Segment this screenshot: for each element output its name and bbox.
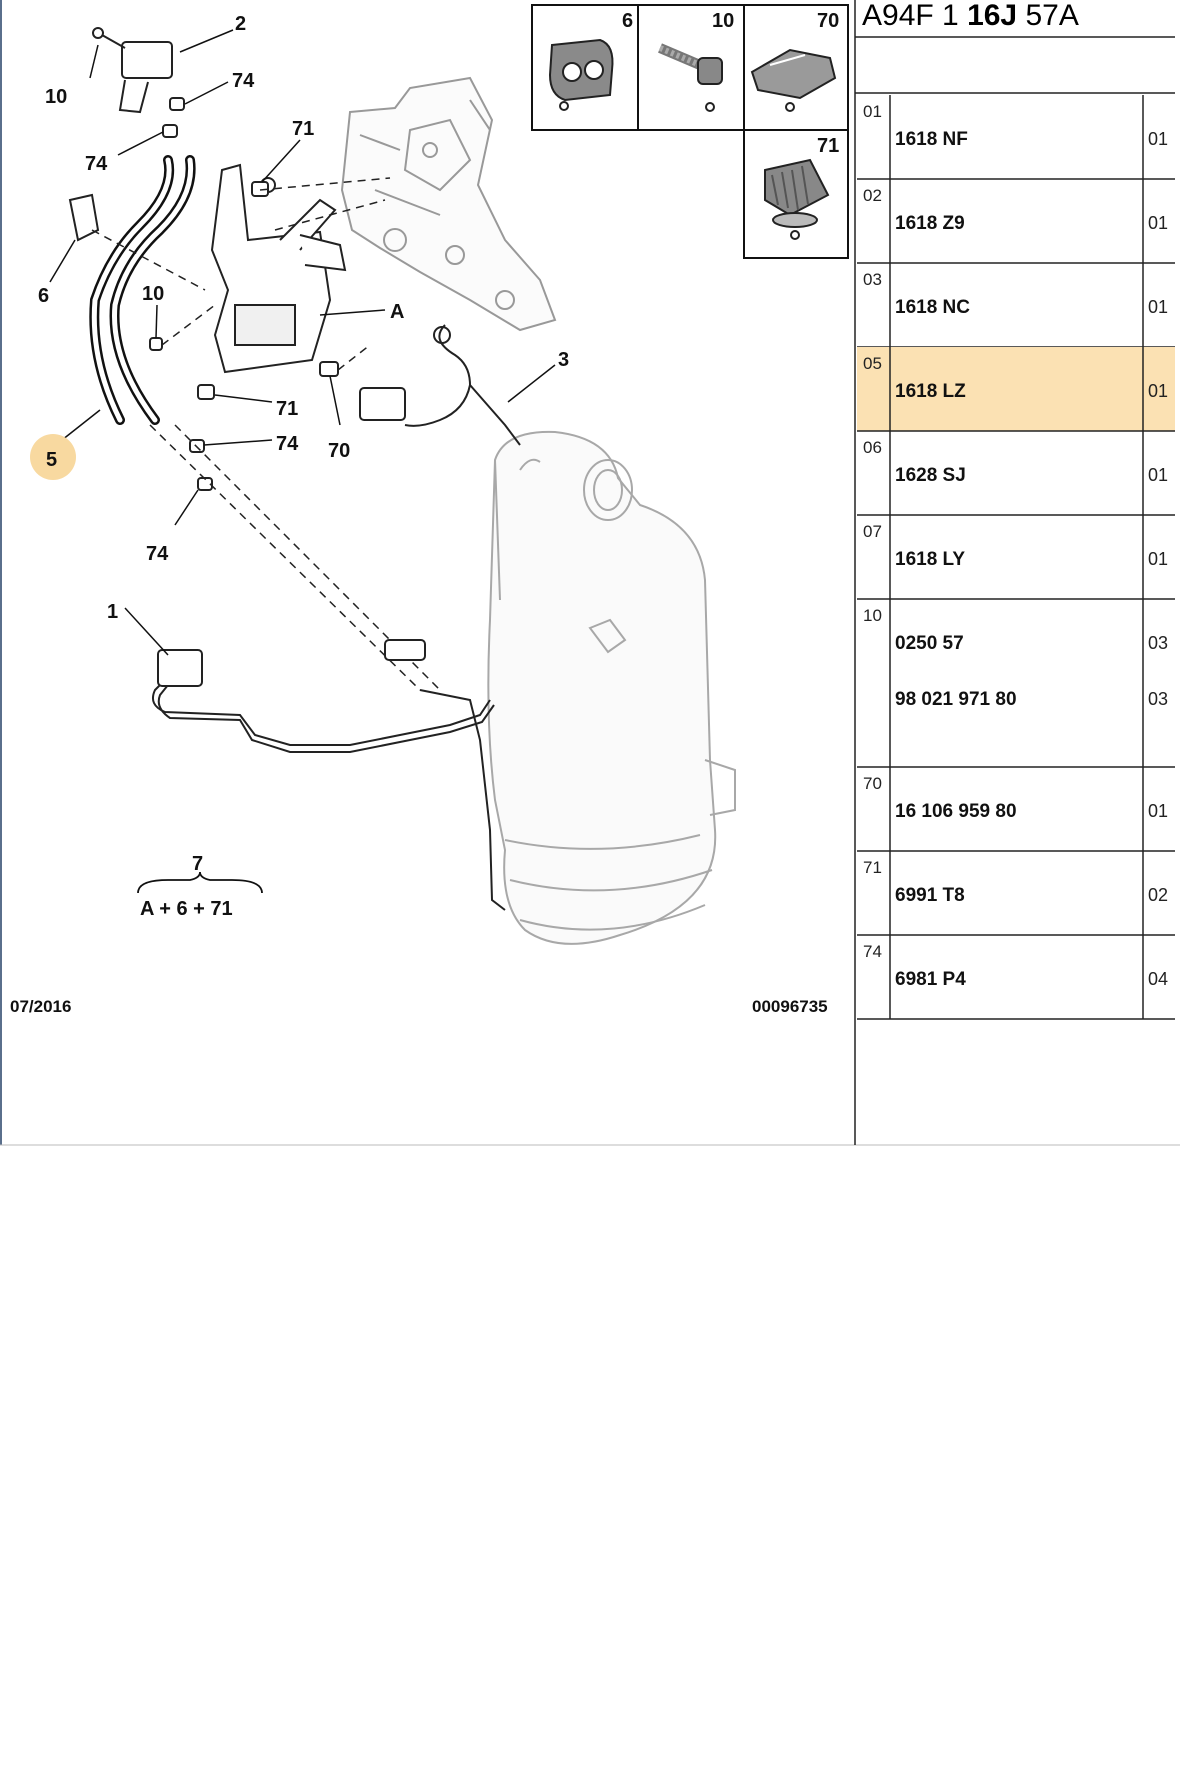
parts-row[interactable]: 05 1618 LZ 01	[857, 347, 1175, 432]
callout-10-mid: 10	[142, 283, 164, 305]
sensor-2-assembly	[92, 27, 173, 114]
row-part-number[interactable]: 1618 LZ	[895, 381, 966, 402]
row-quantity: 02	[1148, 885, 1168, 905]
assembly-number: 7	[192, 853, 203, 875]
callout-a: A	[390, 301, 404, 323]
callout-74-mid: 74	[276, 433, 299, 455]
callout-74-upper: 74	[232, 70, 255, 92]
callout-74-bottom: 74	[146, 543, 169, 565]
callout-leaders	[49, 29, 556, 656]
row-index: 02	[863, 186, 882, 205]
callout-5-highlight	[30, 434, 76, 480]
callout-71-bottom: 71	[276, 398, 298, 420]
parts-row[interactable]: 70 16 106 959 80 01	[857, 767, 1175, 852]
diagram-reference: A94F 1 16J 57A	[862, 0, 1079, 32]
row-index: 70	[863, 774, 882, 793]
callout-74-left: 74	[85, 153, 108, 175]
detail-box-70-number: 70	[817, 10, 839, 32]
nut-71-detail-icon	[764, 158, 830, 240]
parts-row[interactable]: 71 6991 T8 02	[857, 851, 1175, 936]
row-quantity: 01	[1148, 465, 1168, 485]
row-quantity: 03	[1148, 633, 1168, 653]
assembly-formula: 7 A + 6 + 71	[137, 853, 263, 920]
bolt-10-detail-icon	[658, 43, 723, 112]
parts-row[interactable]: 07 1618 LY 01	[857, 515, 1175, 600]
row-index: 06	[863, 438, 882, 457]
row-quantity: 01	[1148, 549, 1168, 569]
row-quantity: 01	[1148, 381, 1168, 401]
row-quantity: 01	[1148, 297, 1168, 317]
pressure-hoses-inner	[91, 157, 194, 423]
callout-1: 1	[107, 601, 118, 623]
diagram-code: 00096735	[752, 997, 828, 1016]
row-part-number[interactable]: 6991 T8	[895, 885, 965, 906]
bolt-10-drawing	[149, 337, 163, 351]
row-part-number[interactable]: 0250 57	[895, 633, 964, 654]
callout-71-top: 71	[292, 118, 314, 140]
row-index: 03	[863, 270, 882, 289]
row-index: 05	[863, 354, 882, 373]
parts-row[interactable]: 10 0250 57 03 98 021 971 80 03	[857, 599, 1175, 768]
row-part-number[interactable]: 1618 NC	[895, 297, 970, 318]
callout-70: 70	[328, 440, 350, 462]
callout-6: 6	[38, 285, 49, 307]
parts-row[interactable]: 02 1618 Z9 01	[857, 179, 1175, 264]
callout-10-top: 10	[45, 86, 67, 108]
row-index: 10	[863, 606, 882, 625]
exploded-view-diagram: 2 10 74 74 6 10 71 A 3 5 71 74 70 74 1 7…	[10, 13, 828, 1016]
parts-row[interactable]: 74 6981 P4 04	[857, 935, 1175, 1020]
detail-box-6-number: 6	[622, 10, 633, 32]
row-highlight	[857, 347, 1175, 431]
assembly-brace	[137, 871, 263, 894]
callout-2: 2	[235, 13, 246, 35]
row-index: 07	[863, 522, 882, 541]
callout-5: 5	[46, 449, 57, 471]
row-part-number[interactable]: 1618 Z9	[895, 213, 965, 234]
row-part-number[interactable]: 6981 P4	[895, 969, 966, 990]
row-quantity: 04	[1148, 969, 1168, 989]
detail-boxes: 6 10 70 71	[531, 4, 849, 259]
row-quantity: 01	[1148, 801, 1168, 821]
detail-box-10	[637, 4, 745, 131]
parts-row[interactable]: 06 1628 SJ 01	[857, 431, 1175, 516]
diagram-date: 07/2016	[10, 997, 71, 1016]
sensor-1-harness	[152, 639, 506, 911]
row-quantity-alt: 03	[1148, 689, 1168, 709]
callout-3: 3	[558, 349, 569, 371]
row-part-number-alt[interactable]: 98 021 971 80	[895, 689, 1017, 710]
engine-bracket-drawing	[340, 76, 557, 332]
clip-6-detail-icon	[548, 38, 614, 111]
parts-table: 01 1618 NF 01 02 1618 Z9 01 03 1618 NC 01 05 1618 …	[857, 95, 1175, 1020]
row-quantity: 01	[1148, 129, 1168, 149]
particulate-filter-drawing	[487, 430, 736, 945]
row-index: 01	[863, 102, 882, 121]
callout-labels: 2 10 74 74 6 10 71 A 3 5 71 74 70 74 1	[38, 13, 569, 623]
clip-70-detail-icon	[750, 48, 837, 112]
row-quantity: 01	[1148, 213, 1168, 233]
clip-70-drawing	[319, 361, 339, 377]
nut-71-drawing	[197, 181, 269, 400]
clip-6-drawing	[68, 193, 100, 242]
row-index: 71	[863, 858, 882, 877]
assembly-formula-text: A + 6 + 71	[140, 898, 233, 920]
row-part-number[interactable]: 1618 LY	[895, 549, 965, 570]
parts-row[interactable]: 01 1618 NF 01	[857, 95, 1175, 180]
page-left-edge	[0, 0, 2, 1145]
assembly-guide-lines	[91, 177, 441, 691]
detail-box-10-number: 10	[712, 10, 734, 32]
parts-row[interactable]: 03 1618 NC 01	[857, 263, 1175, 348]
row-part-number[interactable]: 1618 NF	[895, 129, 968, 150]
row-part-number[interactable]: 16 106 959 80	[895, 801, 1017, 822]
sensor-3-harness	[359, 324, 521, 446]
detail-box-71-number: 71	[817, 135, 839, 157]
clamps-74-bottom	[189, 439, 213, 491]
row-index: 74	[863, 942, 882, 961]
bracket-a-drawing	[210, 163, 347, 374]
row-part-number[interactable]: 1628 SJ	[895, 465, 966, 486]
clamps-74-top	[162, 97, 185, 138]
